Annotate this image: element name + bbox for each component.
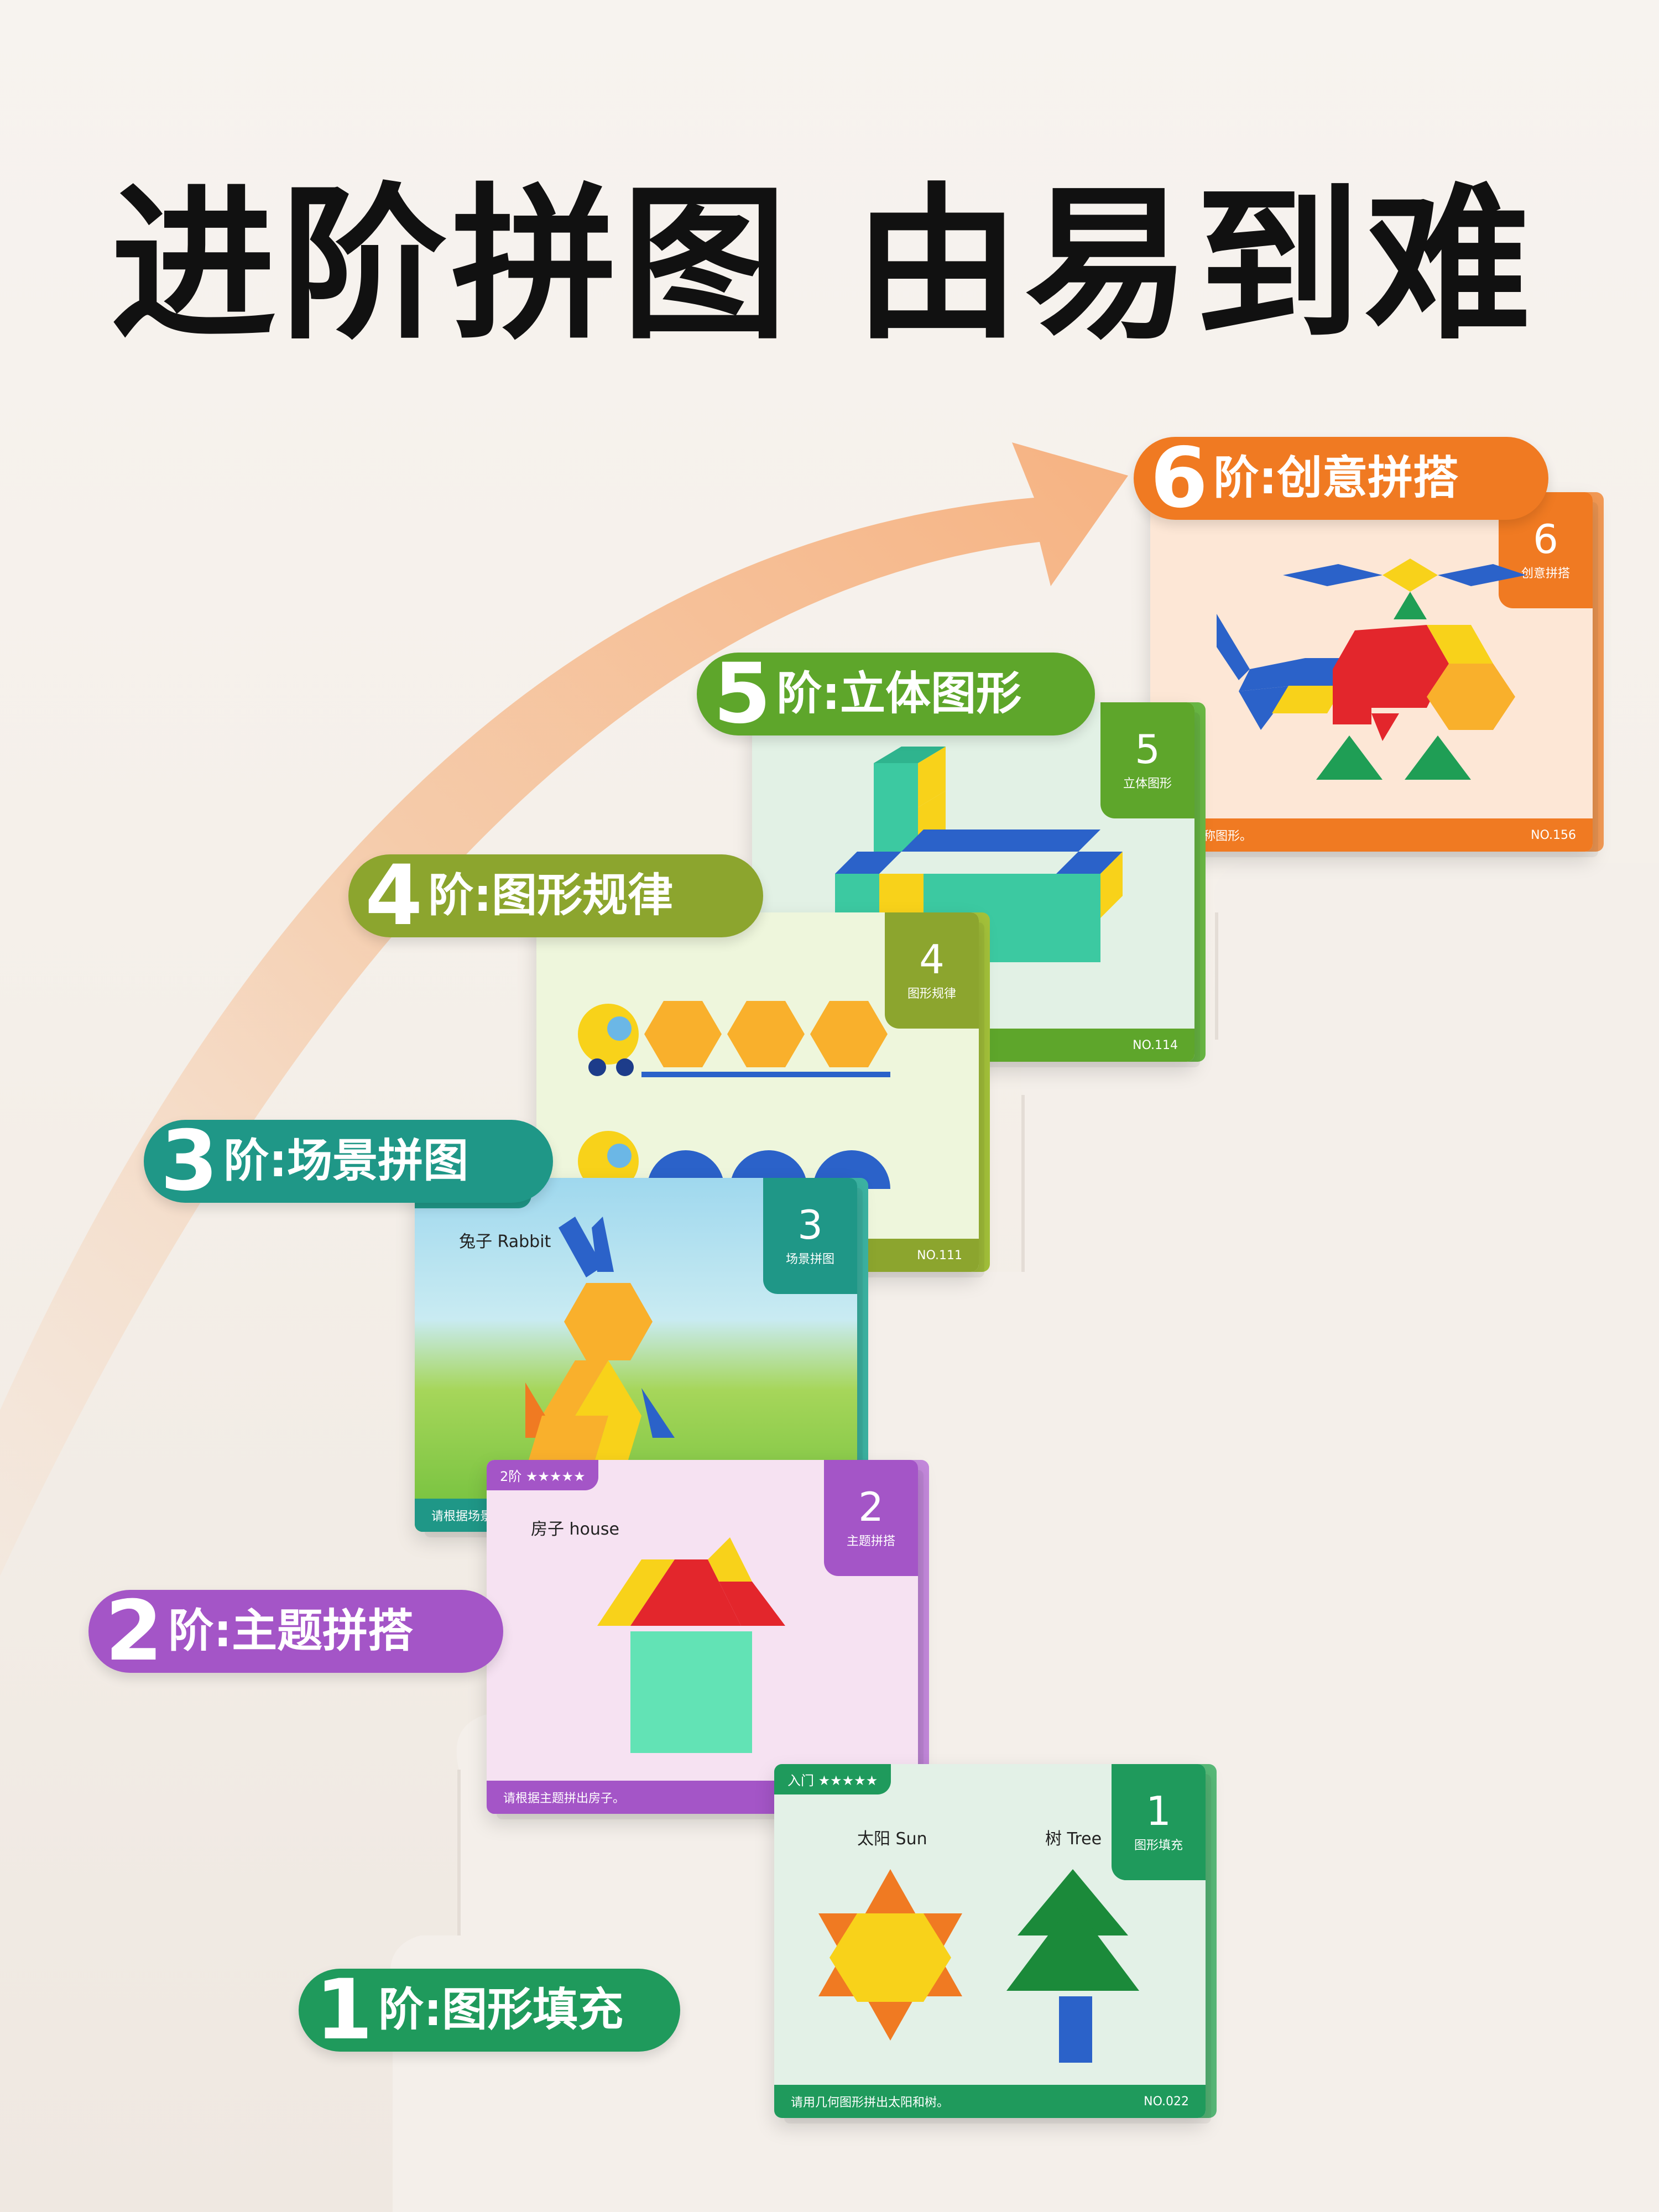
card-title-right: 树 Tree [1045, 1829, 1102, 1849]
card-difficulty-badge: 2阶 ★★★★★ [487, 1460, 599, 1490]
card-title: 兔子 Rabbit [459, 1232, 551, 1251]
card-title-left: 太阳 Sun [857, 1829, 927, 1849]
house-puzzle [597, 1537, 785, 1753]
card-footer: 摆出对称图形。NO.156 [1150, 818, 1593, 852]
card-level-badge: 5 立体图形 [1100, 702, 1194, 818]
card-level-6[interactable]: 6 创意拼搭 摆出对称图形。NO.156 [1150, 492, 1593, 852]
card-level-badge: 3 场景拼图 [763, 1178, 857, 1294]
card-level-badge: 4 图形规律 [885, 912, 979, 1029]
card-level-1[interactable]: 入门 ★★★★★ 1 图形填充 太阳 Sun 树 Tree 请用几何图形拼出太阳… [774, 1764, 1206, 2118]
card-level-badge: 1 图形填充 [1112, 1764, 1206, 1880]
card-level-badge: 2 主题拼搭 [824, 1460, 918, 1576]
headline: 进阶拼图 由易到难 [111, 169, 1536, 362]
card-title: 房子 house [531, 1520, 620, 1539]
card-footer: 请用几何图形拼出太阳和树。NO.022 [774, 2085, 1206, 2118]
card-level-2[interactable]: 2阶 ★★★★★ 2 主题拼搭 房子 house 请根据主题拼出房子。 [487, 1460, 918, 1814]
helicopter-puzzle [1217, 559, 1526, 780]
tree-puzzle [1006, 1869, 1139, 2063]
card-difficulty-badge: 入门 ★★★★★ [774, 1764, 891, 1794]
sun-puzzle [818, 1869, 962, 2041]
